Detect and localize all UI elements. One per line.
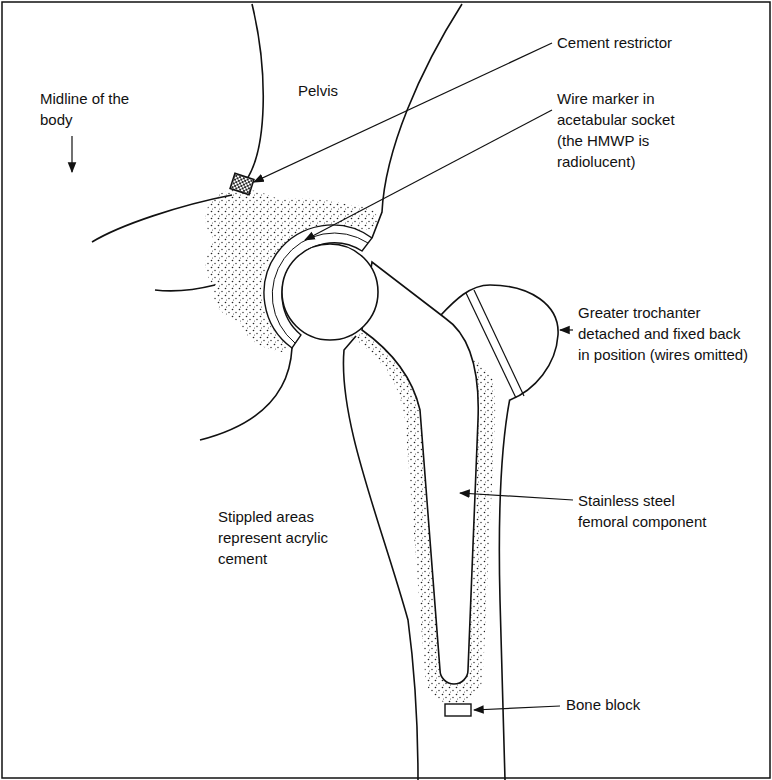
callout-label: Midline of the body xyxy=(40,88,140,130)
callout-label: Cement restrictor xyxy=(557,32,757,53)
callout-label: Pelvis xyxy=(298,80,378,101)
callout-label: Wire marker in acetabular socket (the HM… xyxy=(557,88,697,172)
acetabular-cement xyxy=(206,190,378,352)
leader-lines xyxy=(72,43,573,710)
bone-block xyxy=(445,704,471,716)
callout-label: Greater trochanter detached and fixed ba… xyxy=(578,302,753,365)
callout-label: Bone block xyxy=(566,694,686,715)
femoral-stem xyxy=(362,262,478,684)
callout-label: Stainless steel femoral component xyxy=(578,490,728,532)
callout-label: Stippled areas represent acrylic cement xyxy=(218,506,368,569)
cement-restrictor xyxy=(230,173,254,194)
femoral-head xyxy=(282,244,378,340)
